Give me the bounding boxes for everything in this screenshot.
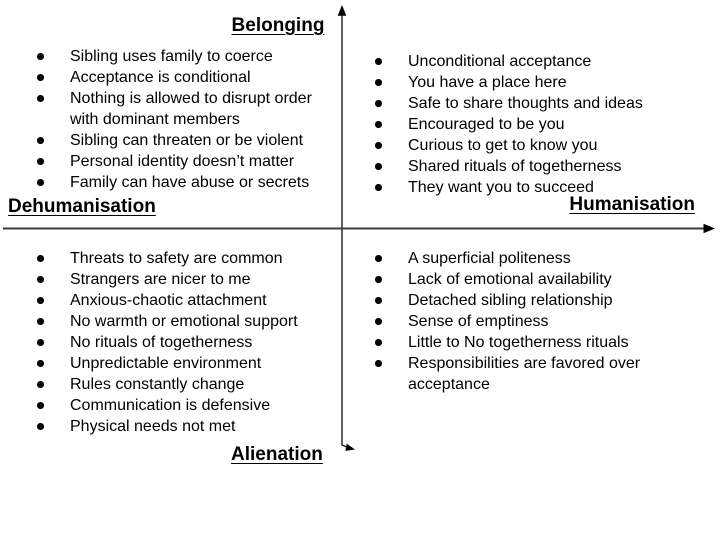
axis-label-dehumanisation: Dehumanisation [8,196,156,217]
elbow-arrowhead-icon [345,443,355,451]
bullet-icon [37,423,44,430]
bullet-icon [37,158,44,165]
axis-label-belonging: Belonging [231,15,325,36]
right-arrowhead-icon [703,223,715,234]
bullet-icon [375,79,382,86]
list-item: Strangers are nicer to me [30,269,344,290]
list-item-text: Acceptance is conditional [70,69,251,86]
list-item-text: Shared rituals of togetherness [408,158,622,175]
list-item-text: Nothing is allowed to disrupt order with… [70,90,312,128]
bullet-icon [375,163,382,170]
list-item: Physical needs not met [30,416,344,437]
bullet-icon [37,74,44,81]
list-item-text: Unconditional acceptance [408,53,592,70]
axis-label-alienation: Alienation [231,444,323,465]
list-item-text: Anxious-chaotic attachment [70,292,267,309]
quadrant-list-top-right: Unconditional acceptance You have a plac… [368,51,698,198]
list-item: Rules constantly change [30,374,344,395]
list-item-text: Unpredictable environment [70,355,262,372]
list-item-text: Personal identity doesn’t matter [70,153,295,170]
quadrant-list-bottom-right: A superficial politeness Lack of emotion… [368,248,698,395]
bullet-icon [375,58,382,65]
bullet-icon [37,318,44,325]
list-item: Safe to share thoughts and ideas [368,93,698,114]
bullet-icon [375,297,382,304]
list-item: No rituals of togetherness [30,332,344,353]
list-item: Acceptance is conditional [30,67,344,88]
list-item: Nothing is allowed to disrupt order with… [30,88,344,130]
list-item: Little to No togetherness rituals [368,332,698,353]
list-item: Sense of emptiness [368,311,698,332]
list-item-text: Sibling uses family to coerce [70,48,273,65]
list-item-text: Lack of emotional availability [408,271,612,288]
list-item-text: Safe to share thoughts and ideas [408,95,643,112]
axis-label-humanisation: Humanisation [569,194,695,215]
bullet-icon [37,381,44,388]
list-item-text: Physical needs not met [70,418,236,435]
list-item: Shared rituals of togetherness [368,156,698,177]
bullet-icon [375,339,382,346]
list-item: Communication is defensive [30,395,344,416]
up-arrowhead-icon [337,5,347,16]
list-item: A superficial politeness [368,248,698,269]
list-item-text: Rules constantly change [70,376,245,393]
bullet-icon [37,53,44,60]
list-item: Anxious-chaotic attachment [30,290,344,311]
list-item: Family can have abuse or secrets [30,172,344,193]
list-item-text: Little to No togetherness rituals [408,334,629,351]
list-item: Sibling can threaten or be violent [30,130,344,151]
list-item-text: Strangers are nicer to me [70,271,251,288]
list-item: Unpredictable environment [30,353,344,374]
bullet-icon [37,179,44,186]
bullet-icon [37,255,44,262]
bullet-icon [375,142,382,149]
list-item-text: A superficial politeness [408,250,571,267]
list-item-text: You have a place here [408,74,567,91]
list-item-text: Sense of emptiness [408,313,549,330]
bullet-icon [375,184,382,191]
list-item-text: Detached sibling relationship [408,292,613,309]
list-item: Threats to safety are common [30,248,344,269]
list-item: Curious to get to know you [368,135,698,156]
list-item-text: Threats to safety are common [70,250,283,267]
list-item-text: No rituals of togetherness [70,334,253,351]
bullet-icon [375,100,382,107]
quadrant-list-bottom-left: Threats to safety are common Strangers a… [30,248,344,437]
list-item-text: Responsibilities are favored over accept… [408,355,641,393]
list-item: Sibling uses family to coerce [30,46,344,67]
list-item-text: No warmth or emotional support [70,313,298,330]
list-item: Lack of emotional availability [368,269,698,290]
bullet-icon [37,339,44,346]
list-item-text: Curious to get to know you [408,137,598,154]
bullet-icon [37,276,44,283]
list-item: Responsibilities are favored over accept… [368,353,698,395]
list-item: Unconditional acceptance [368,51,698,72]
list-item-text: Sibling can threaten or be violent [70,132,304,149]
list-item: They want you to succeed [368,177,698,198]
bullet-icon [37,95,44,102]
bullet-icon [37,297,44,304]
list-item: No warmth or emotional support [30,311,344,332]
list-item-text: Communication is defensive [70,397,271,414]
list-item: Detached sibling relationship [368,290,698,311]
bullet-icon [37,402,44,409]
list-item-text: They want you to succeed [408,179,594,196]
list-item: Encouraged to be you [368,114,698,135]
bullet-icon [37,360,44,367]
bullet-icon [375,360,382,367]
list-item-text: Family can have abuse or secrets [70,174,310,191]
list-item-text: Encouraged to be you [408,116,565,133]
bullet-icon [375,121,382,128]
bullet-icon [37,137,44,144]
bullet-icon [375,276,382,283]
bullet-icon [375,318,382,325]
list-item: You have a place here [368,72,698,93]
quadrant-list-top-left: Sibling uses family to coerce Acceptance… [30,46,344,193]
list-item: Personal identity doesn’t matter [30,151,344,172]
bullet-icon [375,255,382,262]
